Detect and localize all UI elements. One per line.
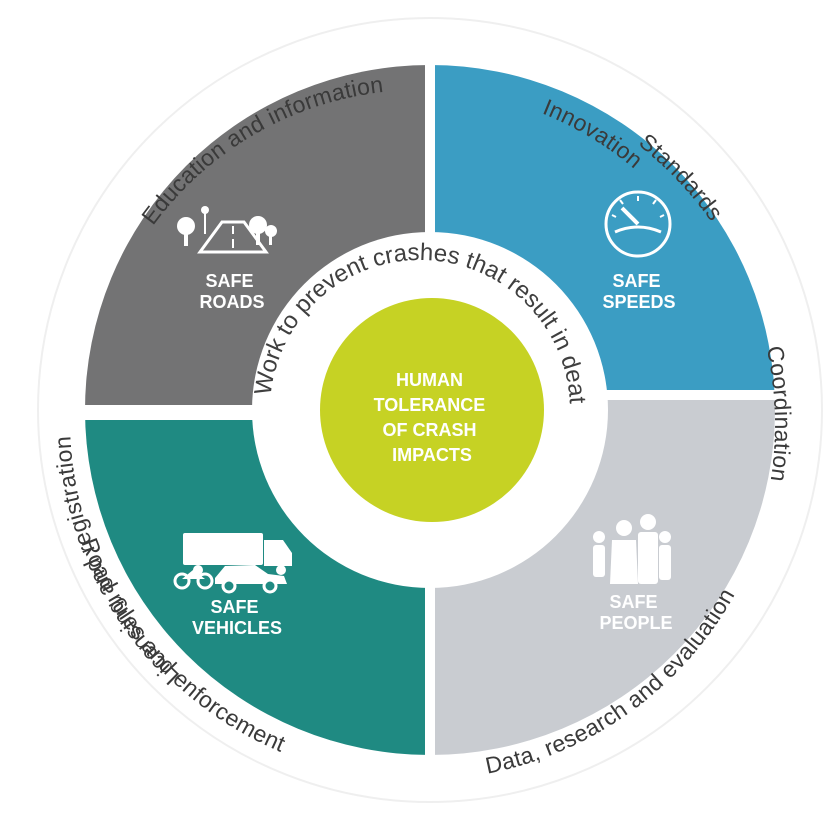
safe-roads-label-1: SAFE <box>205 271 253 291</box>
safe-people-label-1: SAFE <box>609 592 657 612</box>
safe-vehicles-label-2: VEHICLES <box>192 618 282 638</box>
center-circle <box>320 298 544 522</box>
svg-text:SAFE PEOPLE: SAFE PEOPLE <box>599 592 672 633</box>
safe-people-label-2: PEOPLE <box>599 613 672 633</box>
safe-speeds-label-1: SAFE <box>612 271 660 291</box>
svg-text:SAFE VEHICLES: SAFE VEHICLES <box>192 597 282 638</box>
svg-text:SAFE SPEEDS: SAFE SPEEDS <box>602 271 675 312</box>
svg-text:SAFE ROADS: SAFE ROADS <box>199 271 264 312</box>
family-icon <box>593 514 671 584</box>
speedometer-icon <box>604 190 672 258</box>
center-text-line-3: OF CRASH <box>382 420 476 440</box>
center-text-line-2: TOLERANCE <box>374 395 486 415</box>
safe-speeds-label-2: SPEEDS <box>602 292 675 312</box>
vehicles-icon <box>173 533 292 594</box>
safe-vehicles-label-1: SAFE <box>210 597 258 617</box>
safe-roads-label-2: ROADS <box>199 292 264 312</box>
road-with-trees-icon <box>177 206 277 254</box>
svg-text:HUMAN TOLERANCE OF CRA: HUMAN TOLERANCE OF CRASH IMPACTS <box>374 370 491 465</box>
outer-ring-outline <box>37 17 823 803</box>
center-text-line-1: HUMAN <box>396 370 463 390</box>
center-text-line-4: IMPACTS <box>392 445 472 465</box>
